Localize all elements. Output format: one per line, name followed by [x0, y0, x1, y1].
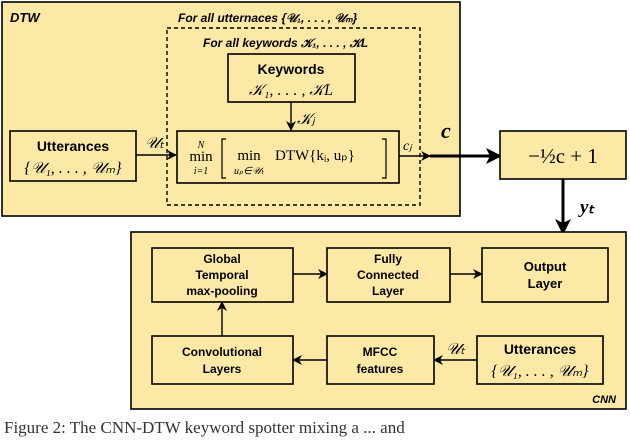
formula-left-bracket — [221, 138, 226, 179]
formula-outer-bottom: i=1 — [194, 166, 209, 177]
formula-right-bracket — [382, 138, 387, 179]
conv-layers-line-2: Layers — [203, 362, 242, 376]
dtw-panel — [1, 1, 461, 217]
fully-connected-line-2: Connected — [357, 268, 419, 282]
utterances-right-set: {𝒰₁, . . . , 𝒰ₘ} — [491, 363, 589, 380]
conv-layers-box — [151, 335, 294, 385]
keywords-loop-label: For all keywords 𝒦₁, . . . , 𝒦L — [203, 36, 368, 50]
output-layer-box — [481, 247, 609, 303]
fully-connected-line-3: Layer — [372, 284, 404, 298]
utterances-box-right — [476, 335, 604, 385]
mfcc-box — [326, 335, 435, 385]
yt-label: yₜ — [578, 197, 595, 218]
cnn-panel-label: CNN — [592, 394, 617, 406]
output-layer-line-1: Output — [524, 259, 567, 274]
cj-label: cⱼ — [403, 139, 413, 154]
c-label: c — [441, 118, 451, 143]
formula-inner-bottom: uₚ∈𝒰ₜ — [234, 166, 265, 177]
global-pooling-line-1: Global — [203, 252, 240, 266]
figure-caption: Figure 2: The CNN-DTW keyword spotter mi… — [4, 418, 405, 437]
global-pooling-line-2: Temporal — [195, 268, 248, 282]
keywords-box-title: Keywords — [258, 61, 325, 77]
utterances-left-title: Utterances — [37, 138, 110, 154]
fully-connected-line-1: Fully — [374, 252, 402, 266]
ut-label-right: 𝒰ₜ — [446, 341, 465, 358]
output-layer-line-2: Layer — [528, 276, 563, 291]
utterances-left-set: {𝒰₁, . . . , 𝒰ₘ} — [24, 160, 122, 177]
mfcc-line-2: features — [357, 362, 404, 376]
dtw-formula-box — [176, 130, 400, 184]
ut-label-left: 𝒰ₜ — [145, 135, 164, 152]
utterances-loop-label: For all utternaces {𝒰₁, . . . , 𝒰ₘ} — [178, 11, 358, 25]
global-pooling-line-3: max-pooling — [186, 284, 257, 298]
formula-body: DTW{kᵢ, uₚ} — [275, 148, 355, 164]
conv-layers-line-1: Convolutional — [182, 345, 262, 359]
transform-formula: −½c + 1 — [528, 144, 598, 168]
keywords-box-set: 𝒦₁, . . . , 𝒦L — [249, 82, 333, 99]
formula-outer-top: N — [197, 140, 206, 151]
utterances-right-title: Utterances — [504, 341, 577, 357]
utterances-box-left — [9, 130, 137, 182]
formula-inner-min: min — [237, 148, 261, 164]
keywords-loop-box — [166, 27, 421, 206]
mfcc-line-1: MFCC — [363, 345, 398, 359]
kj-label: 𝒦ⱼ — [297, 111, 317, 128]
global-pooling-box — [151, 247, 294, 303]
formula-outer-min: min — [189, 149, 213, 165]
dtw-panel-label: DTW — [10, 10, 41, 25]
